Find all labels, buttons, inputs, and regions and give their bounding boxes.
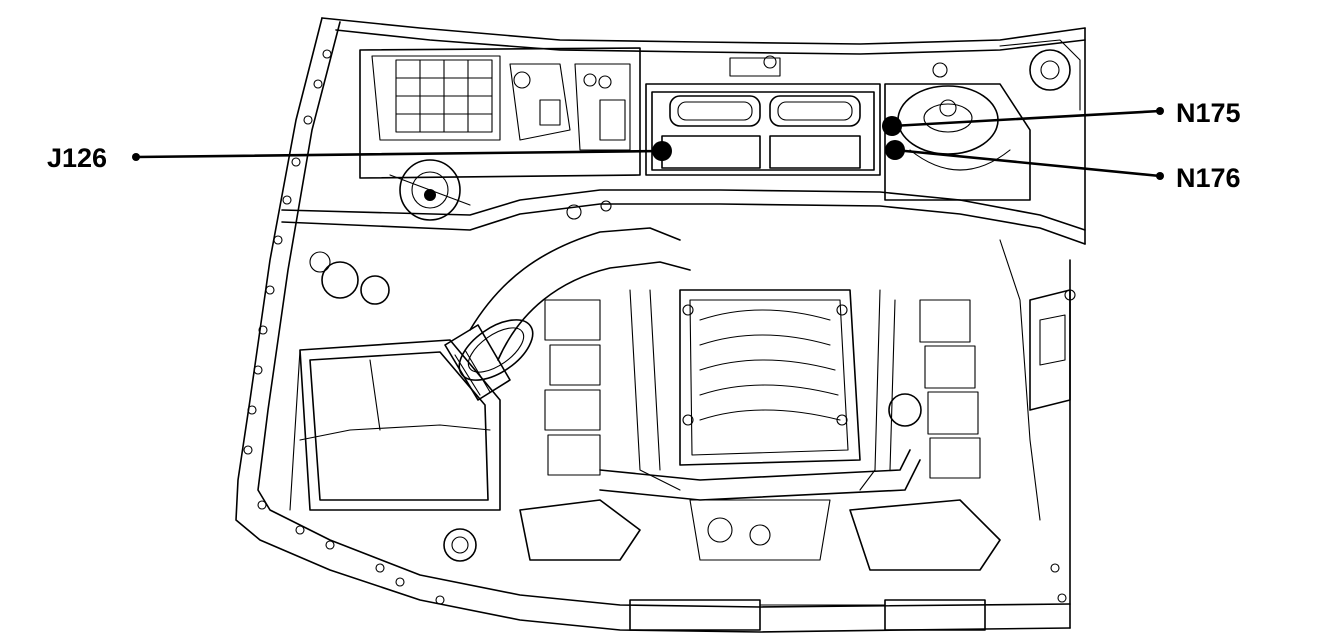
callout-leaders xyxy=(132,107,1164,180)
air-intake-duct xyxy=(444,227,691,401)
n176-leader-line xyxy=(893,148,1162,178)
strut-brace xyxy=(281,189,1086,245)
n175-leader-start-dot xyxy=(1156,107,1164,115)
engine-block xyxy=(443,289,1001,571)
label-j126: J126 xyxy=(47,143,107,173)
j126-leader-line xyxy=(134,149,664,159)
body-outline xyxy=(235,17,1086,633)
label-n175: N175 xyxy=(1176,98,1241,128)
radiator-support xyxy=(629,599,986,631)
right-side-components xyxy=(888,239,1076,521)
label-n176: N176 xyxy=(1176,163,1241,193)
n175-leader-line xyxy=(890,109,1162,128)
control-unit-housing xyxy=(645,55,881,176)
firewall-area xyxy=(359,47,641,221)
air-filter-box xyxy=(289,251,501,511)
j126-target-dot xyxy=(652,141,672,161)
j126-leader-start-dot xyxy=(132,153,140,161)
brake-booster-reservoir xyxy=(884,39,1081,201)
n175-target-dot xyxy=(882,116,902,136)
n176-leader-start-dot xyxy=(1156,172,1164,180)
n176-target-dot xyxy=(885,140,905,160)
